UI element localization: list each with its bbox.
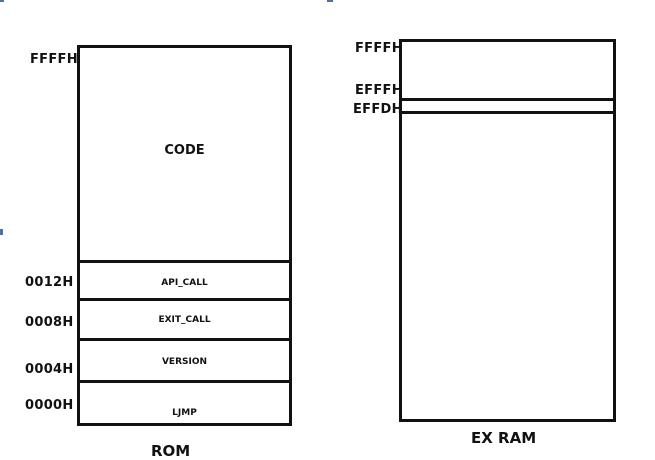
rom-title: ROM (151, 442, 191, 460)
ex-ram-memory-block (399, 39, 616, 422)
ex-ram-address-effdh: EFFDH (353, 102, 403, 117)
rom-address-0004h: 0004H (25, 362, 74, 377)
rom-address-0000h: 0000H (25, 398, 74, 413)
rom-segment-code: CODE (164, 143, 205, 158)
rom-address-0012h: 0012H (25, 275, 74, 290)
rom-divider-version-ljmp (77, 380, 292, 383)
ex-ram-address-ffffh: FFFFH (355, 41, 403, 56)
rom-divider-exit-version (77, 338, 292, 341)
rom-address-0008h: 0008H (25, 315, 74, 330)
ex-ram-divider-efffh (399, 98, 616, 101)
rom-divider-code-api (77, 260, 292, 263)
rom-segment-ljmp: LJMP (172, 408, 197, 418)
rom-segment-api-call: API_CALL (161, 278, 208, 288)
edge-mark-left (0, 229, 3, 235)
rom-memory-block (77, 45, 292, 426)
rom-divider-api-exit (77, 298, 292, 301)
ex-ram-divider-effdh (399, 111, 616, 114)
rom-segment-version: VERSION (161, 357, 208, 367)
rom-segment-exit-call: EXIT_CALL (158, 315, 211, 325)
edge-mark-top-mid (327, 0, 333, 2)
rom-address-ffffh: FFFFH (30, 52, 78, 67)
ex-ram-title: EX RAM (471, 429, 537, 447)
ex-ram-address-efffh: EFFFH (355, 83, 403, 98)
edge-mark-top-left (0, 0, 4, 2)
